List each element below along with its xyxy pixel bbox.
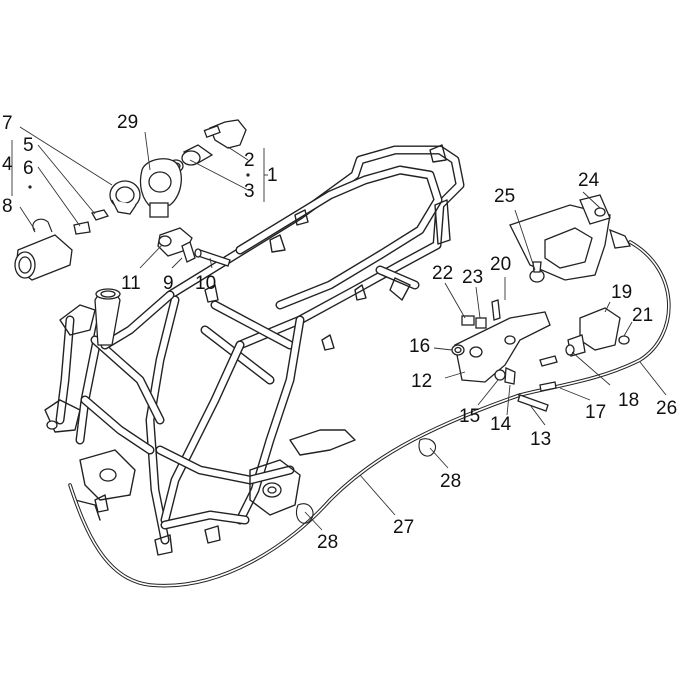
callout-20: 20 (490, 254, 511, 275)
clip-22-23 (461, 299, 501, 329)
callout-4: 4 (2, 154, 13, 175)
callout-21: 21 (632, 305, 653, 326)
cable-clip-28-upper (418, 438, 437, 457)
callout-27: 27 (393, 517, 414, 538)
bushing-8 (14, 218, 73, 281)
callout-13: 13 (530, 429, 551, 450)
callout-1: 1 (267, 165, 278, 186)
callout-7: 7 (2, 113, 13, 134)
lock-body-29 (139, 158, 182, 218)
callout-16: 16 (409, 336, 430, 357)
callout-3: 3 (244, 181, 255, 202)
callout-23: 23 (462, 267, 483, 288)
callout-29: 29 (117, 112, 138, 133)
callout-22: 22 (432, 263, 453, 284)
cable-27 (68, 393, 522, 588)
callout-5: 5 (23, 135, 34, 156)
callout-15: 15 (459, 406, 480, 427)
callout-25: 25 (494, 186, 515, 207)
callout-labels: 7 5 4 6 8 29 2 1 3 11 9 10 24 25 22 23 2… (2, 112, 677, 553)
callout-19: 19 (611, 282, 632, 303)
callout-24: 24 (578, 170, 600, 191)
callout-28-lower: 28 (317, 532, 338, 553)
pin-5-6 (73, 209, 110, 235)
callout-12: 12 (411, 371, 432, 392)
callout-11: 11 (121, 273, 141, 294)
actuator-19 (565, 307, 621, 357)
spring-14-15 (494, 367, 516, 385)
callout-2: 2 (244, 150, 255, 171)
cable-clip-28-lower (296, 503, 314, 524)
scooter-frame (44, 144, 465, 556)
bolt-10 (194, 248, 231, 267)
seat-lock-bracket-24 (509, 194, 631, 281)
nut-16 (451, 344, 465, 356)
bracket-12 (454, 311, 551, 383)
callout-26: 26 (656, 398, 677, 419)
pin-17-18 (539, 355, 558, 392)
callout-17: 17 (585, 402, 606, 423)
callout-28-upper: 28 (440, 471, 461, 492)
leader-lines (11, 126, 667, 531)
bracket-9-11 (157, 227, 196, 263)
pin-13 (517, 394, 549, 412)
callout-10: 10 (195, 273, 216, 294)
screw-21 (618, 335, 630, 345)
callout-9: 9 (163, 273, 174, 294)
callout-18: 18 (618, 390, 639, 411)
lock-ring-7 (109, 180, 141, 215)
callout-8: 8 (2, 196, 13, 217)
cable-26 (518, 240, 671, 397)
callout-14: 14 (490, 414, 512, 435)
lock-cylinder-3 (181, 144, 214, 166)
callout-6: 6 (23, 158, 34, 179)
key-part-2 (203, 119, 247, 149)
